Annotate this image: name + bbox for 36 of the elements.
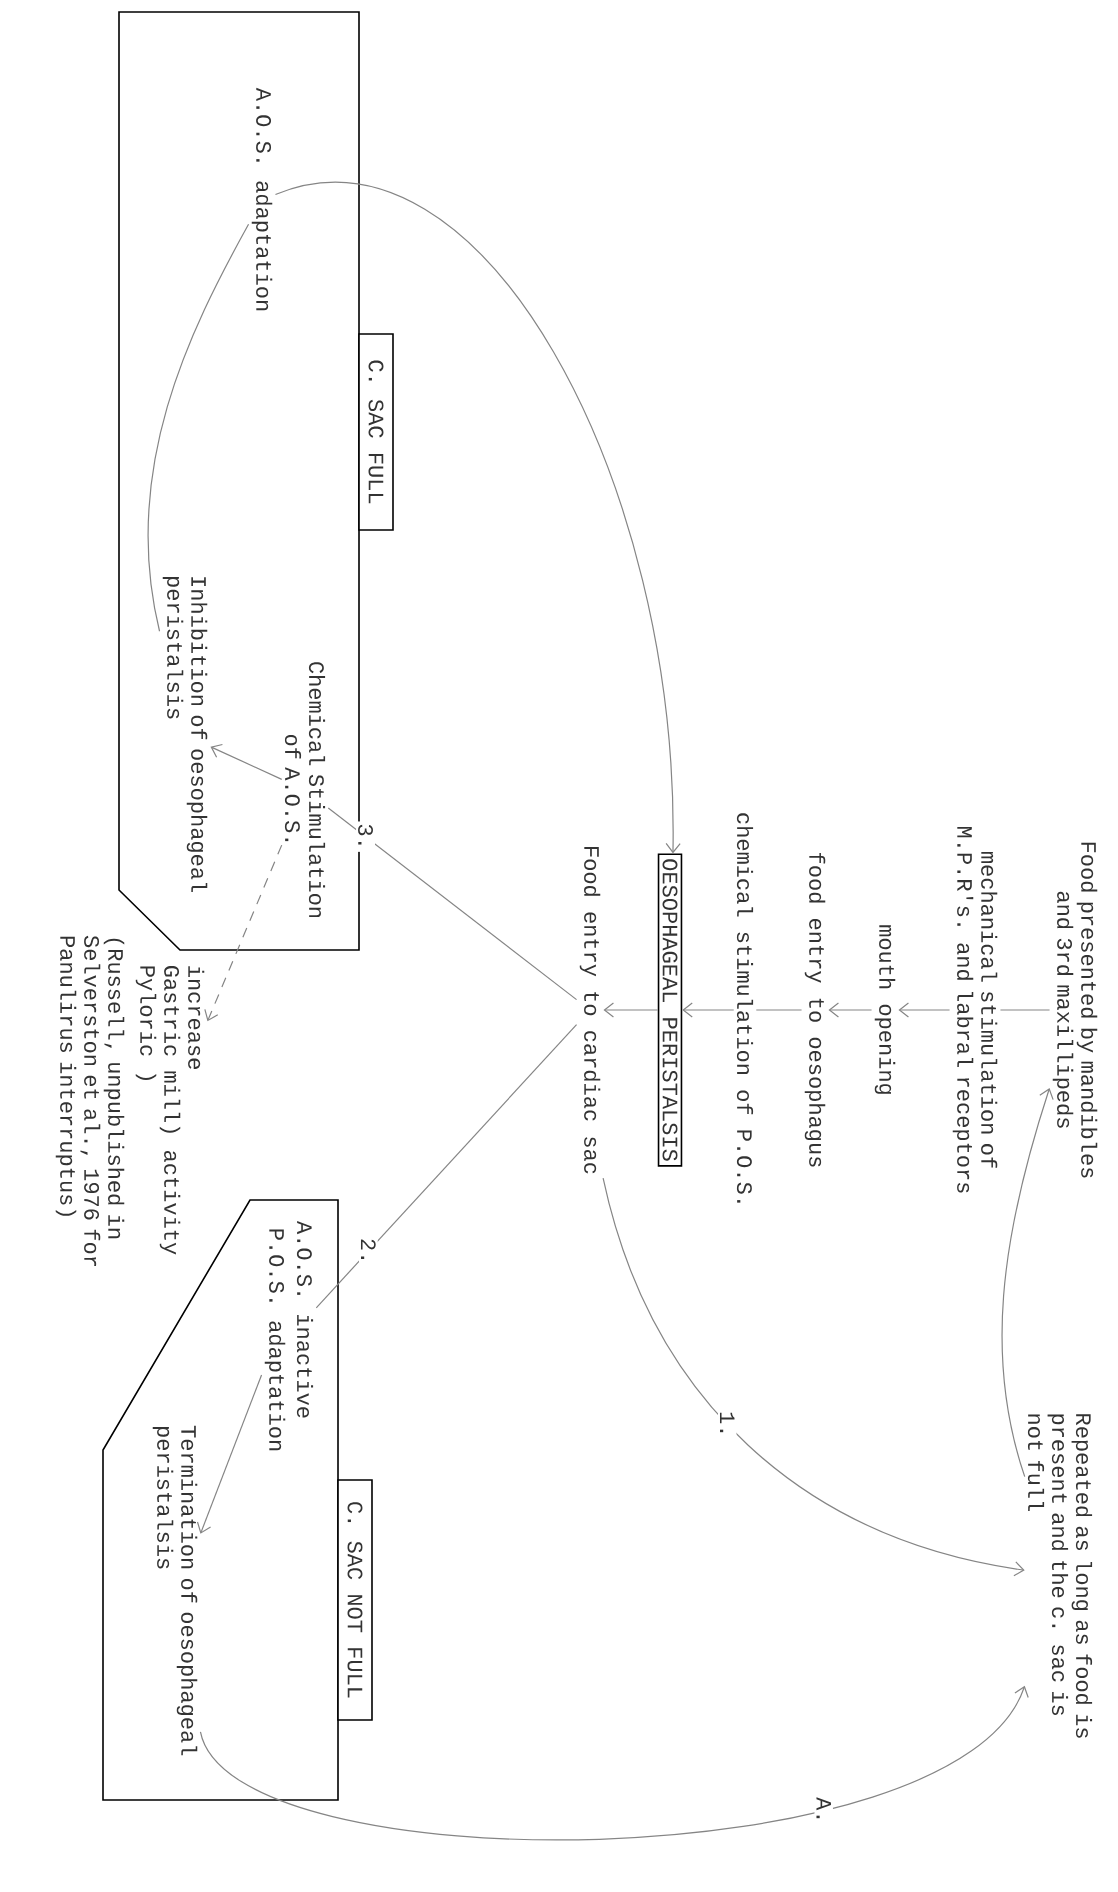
- step-text: Chemical Stimulation of A.O.S.: [284, 662, 326, 918]
- step-text: Repeated as long as food is present and the c. sac is not full: [1027, 1414, 1093, 1738]
- edge-label: 1.: [718, 1409, 737, 1440]
- step-text: food entry to oesophagus: [804, 853, 826, 1167]
- step-text: mouth opening: [874, 925, 896, 1094]
- step-text: A.O.S. inactive: [296, 1221, 314, 1418]
- connector-line: [147, 223, 250, 632]
- arrow: [898, 1002, 951, 1018]
- node-label: C. SAC NOT FULL: [347, 1502, 363, 1698]
- arrow: [274, 181, 681, 854]
- arrow: [828, 1002, 873, 1018]
- edge-label: 3.: [356, 821, 375, 852]
- arrow: [603, 1002, 659, 1018]
- connector-line: [327, 807, 578, 1001]
- step-text: Inhibition of oesophageal peristalsis: [162, 576, 208, 893]
- node-label: C. SAC FULL: [368, 360, 384, 504]
- arrow: [210, 743, 283, 780]
- arrow: [602, 1177, 1025, 1577]
- step-text: Termination of oesophageal peristalsis: [152, 1425, 198, 1756]
- step-text: Food presented by mandibles and 3rd maxillipeds: [1052, 842, 1098, 1178]
- connector-line: [755, 1009, 803, 1011]
- process-box: OESOPHAGEAL PERISTALSIS: [657, 853, 683, 1167]
- step-text: A.O.S. adaptation: [251, 87, 273, 311]
- arrow: [1001, 1088, 1054, 1478]
- step-text: mechanical stimulation of M.P.R's. and labral receptors: [952, 826, 998, 1193]
- arrow: [199, 1685, 1029, 1840]
- step-text: P.O.S. adaptation: [264, 1229, 286, 1451]
- edge-label: A.: [814, 1795, 833, 1826]
- arrow: [682, 1002, 735, 1018]
- connector-line: [315, 1024, 578, 1309]
- arrow: [196, 1374, 263, 1534]
- edge-label: 2.: [358, 1235, 378, 1267]
- step-text: chemical stimulation of P.O.S.: [736, 813, 754, 1203]
- step-text: Food entry to cardiac sac: [579, 847, 601, 1174]
- arrow: [204, 844, 283, 1022]
- connector-line: [999, 1009, 1051, 1011]
